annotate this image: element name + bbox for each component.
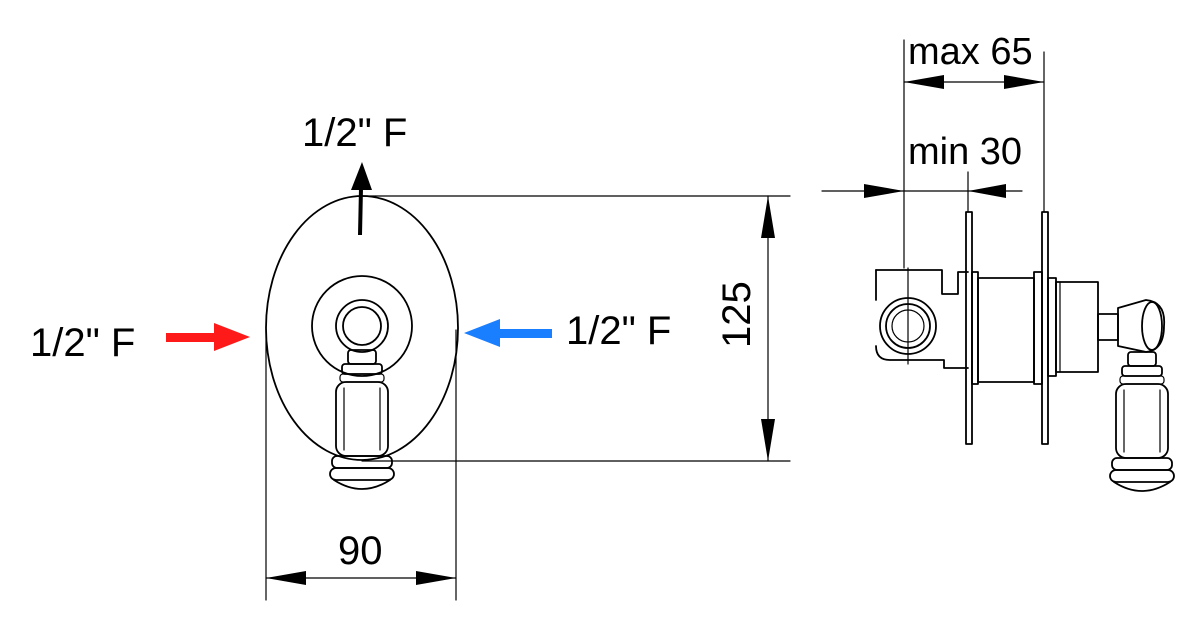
max-depth-dimension	[903, 39, 1045, 269]
hot-inlet-arrow	[166, 323, 250, 351]
hot-inlet-label: 1/2" F	[30, 321, 135, 365]
valve-body-side	[875, 267, 969, 369]
cold-inlet-arrow	[464, 319, 552, 347]
outlet-label: 1/2" F	[302, 111, 407, 155]
width-label: 90	[338, 529, 383, 573]
side-view	[821, 39, 1175, 492]
lever-handle	[329, 349, 395, 490]
max-depth-label: max 65	[908, 31, 1033, 73]
height-label: 125	[715, 281, 759, 348]
min-depth-label: min 30	[908, 131, 1022, 173]
valve-rosette-mid	[335, 299, 389, 353]
escutcheon-side	[1047, 277, 1099, 377]
height-dimension	[361, 195, 791, 462]
width-dimension	[265, 329, 457, 601]
cartridge-housing	[971, 271, 1043, 385]
cover-plate	[265, 195, 459, 461]
valve-rosette-inner	[342, 306, 382, 346]
outlet-arrow	[351, 162, 372, 236]
valve-rosette-outer	[311, 275, 413, 377]
cold-inlet-label: 1/2" F	[566, 309, 671, 353]
front-view	[166, 162, 791, 601]
min-depth-dimension	[821, 171, 1023, 213]
handle-side	[1097, 299, 1175, 492]
